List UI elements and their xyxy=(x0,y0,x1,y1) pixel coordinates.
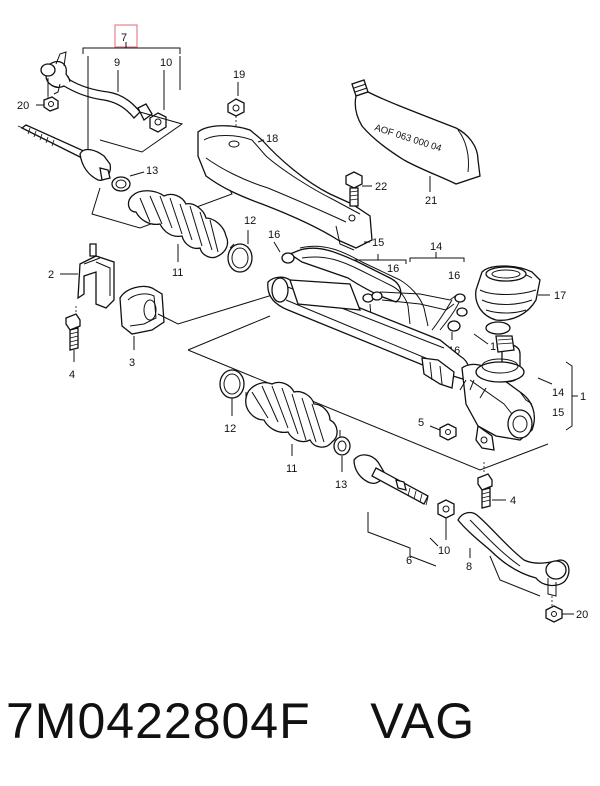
callout-14-bracket xyxy=(409,252,465,262)
callout-16-b[interactable]: 16 xyxy=(387,263,399,275)
callout-9[interactable]: 9 xyxy=(114,57,120,69)
callout-1-bracket xyxy=(565,361,578,431)
nut-20-upper[interactable] xyxy=(43,96,59,112)
inner-tie-rod-upper[interactable] xyxy=(17,124,112,181)
callout-2[interactable]: 2 xyxy=(48,269,54,281)
callout-17[interactable]: 17 xyxy=(554,290,566,302)
clamp-12-upper[interactable] xyxy=(227,243,253,273)
tie-rod-end-upper[interactable] xyxy=(40,51,153,121)
part-number: 7M0422804F xyxy=(6,693,311,749)
callout-1[interactable]: 1 xyxy=(580,391,586,403)
seal-ring-16a[interactable] xyxy=(362,291,383,303)
callout-21[interactable]: 21 xyxy=(425,195,437,207)
nut-10-upper[interactable] xyxy=(149,112,167,133)
callout-18[interactable]: 18 xyxy=(266,133,278,145)
callout-6[interactable]: 6 xyxy=(406,555,412,567)
clamp-13-lower[interactable] xyxy=(333,436,351,456)
inner-tie-rod-lower[interactable] xyxy=(353,454,429,506)
callout-20-lower[interactable]: 20 xyxy=(576,609,588,621)
clamp-12-lower[interactable] xyxy=(219,369,245,399)
callout-20-upper[interactable]: 20 xyxy=(17,100,29,112)
part-number-caption: 7M0422804F VAG xyxy=(6,686,594,756)
callout-12-upper[interactable]: 12 xyxy=(244,215,256,227)
callout-5[interactable]: 5 xyxy=(418,417,424,429)
callout-10-lower[interactable]: 10 xyxy=(438,545,450,557)
bolt-4-lower[interactable] xyxy=(477,473,493,509)
callout-3[interactable]: 3 xyxy=(129,357,135,369)
callout-14-upper[interactable]: 14 xyxy=(430,241,442,253)
nut-10-lower[interactable] xyxy=(437,499,455,519)
brand-name: VAG xyxy=(370,693,476,749)
callout-4-upper[interactable]: 4 xyxy=(69,369,75,381)
callout-12-lower[interactable]: 12 xyxy=(224,423,236,435)
nut-20-lower[interactable] xyxy=(545,605,563,623)
callout-16-c[interactable]: 16 xyxy=(448,270,460,282)
callout-22[interactable]: 22 xyxy=(375,181,387,193)
valve-boot-17[interactable] xyxy=(475,265,541,335)
callout-13-lower[interactable]: 13 xyxy=(335,479,347,491)
callout-4-lower[interactable]: 4 xyxy=(510,495,516,507)
bracket-2[interactable] xyxy=(77,243,115,309)
callout-11-lower[interactable]: 11 xyxy=(286,463,297,475)
callout-10-top[interactable]: 10 xyxy=(160,57,172,69)
callout-15-lower[interactable]: 15 xyxy=(552,407,564,419)
callout-13-upper[interactable]: 13 xyxy=(146,165,158,177)
union-fitting-16a[interactable] xyxy=(281,252,295,264)
tie-rod-end-lower[interactable] xyxy=(457,511,570,597)
callout-15-upper[interactable]: 15 xyxy=(372,237,384,249)
grease-tube-21[interactable] xyxy=(351,79,481,185)
bolt-19[interactable] xyxy=(227,98,245,117)
callout-8[interactable]: 8 xyxy=(466,561,472,573)
rubber-mount-3[interactable] xyxy=(119,285,165,335)
heat-shield-18[interactable] xyxy=(197,125,373,251)
bellows-upper[interactable] xyxy=(127,190,229,259)
seal-ring-16b[interactable] xyxy=(447,293,468,332)
steering-rack-housing[interactable] xyxy=(267,276,535,451)
callout-7-bracket xyxy=(82,42,181,54)
bolt-4-upper[interactable] xyxy=(65,313,81,351)
clamp-13-upper[interactable] xyxy=(111,176,131,192)
bellows-lower[interactable] xyxy=(245,381,338,448)
exploded-parts-diagram: 7 9 10 20 13 11 xyxy=(17,24,588,623)
callout-6-bracket xyxy=(367,512,439,567)
callout-11-upper[interactable]: 11 xyxy=(172,267,183,279)
callout-19[interactable]: 19 xyxy=(233,69,245,81)
callout-7[interactable]: 7 xyxy=(121,32,127,44)
nut-5[interactable] xyxy=(439,423,457,441)
bolt-22[interactable] xyxy=(345,171,363,207)
callout-14-lower[interactable]: 14 xyxy=(552,387,564,399)
callout-16-a[interactable]: 16 xyxy=(268,229,280,241)
pressure-lines[interactable] xyxy=(288,245,461,331)
